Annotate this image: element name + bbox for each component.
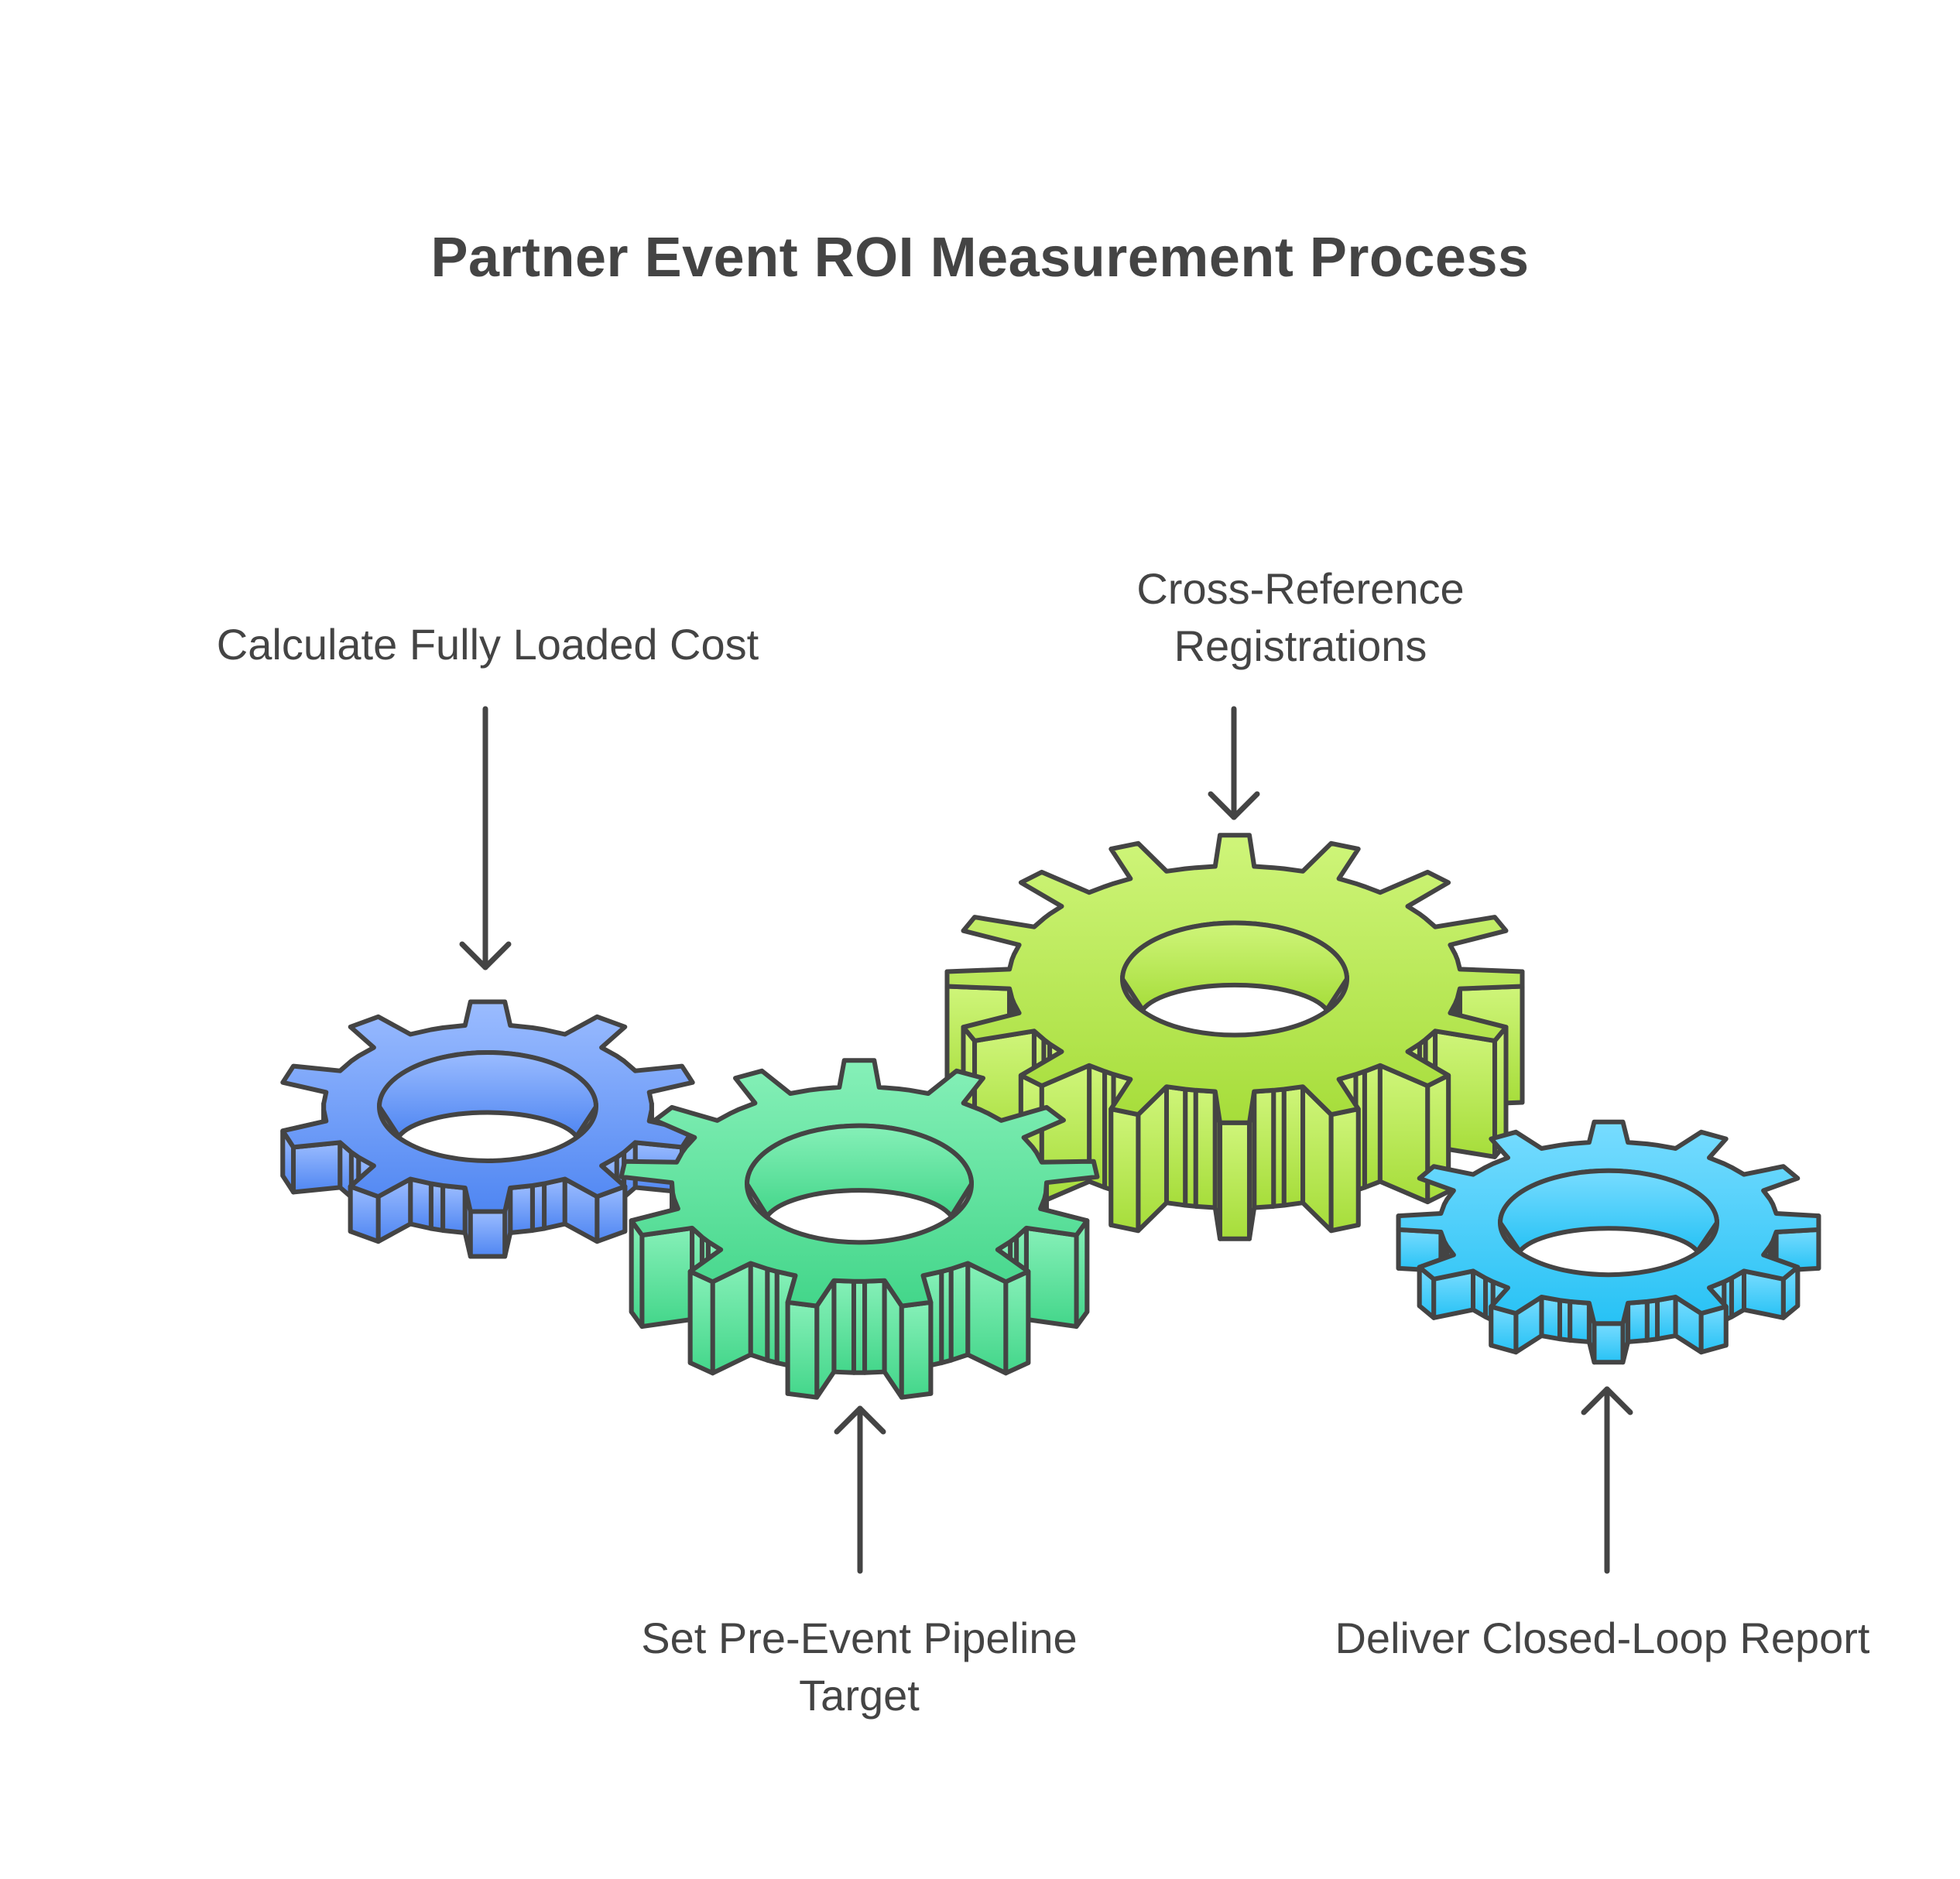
gear-closed-loop-report xyxy=(1396,1119,1821,1365)
gear-hole-inner-wall xyxy=(377,1050,598,1139)
diagram-title: Partner Event ROI Measurement Process xyxy=(430,227,1530,289)
gear-wall-segment xyxy=(851,1278,868,1375)
step-label-line: Cross-Reference xyxy=(1136,564,1465,613)
gear-wall-segment xyxy=(831,1278,856,1375)
gear-pipeline-target xyxy=(618,1058,1100,1400)
gear-wall-segment xyxy=(1252,1087,1276,1210)
step-label-closed-loop-report: Deliver Closed-Loop Report xyxy=(1293,1610,1912,1667)
gear-wall-segment xyxy=(899,1299,934,1400)
arrow-closed-loop-report xyxy=(1581,1386,1633,1574)
gear-cross-reference xyxy=(944,833,1525,1241)
step-label-cross-reference: Cross-Reference Registrations xyxy=(1006,560,1595,675)
gear-wall-segment xyxy=(1003,1268,1031,1376)
arrow-calculate-cost xyxy=(459,706,512,970)
gear-wall-segment xyxy=(408,1176,433,1231)
gear-wall-segment xyxy=(440,1183,468,1235)
gear-wall-segment xyxy=(1218,1120,1252,1241)
gear-wall-segment xyxy=(1023,1225,1079,1330)
step-label-line: Registrations xyxy=(1174,621,1427,670)
gear-wall-segment xyxy=(785,1299,820,1400)
gear-wall-segment xyxy=(1328,1106,1361,1234)
gear-wall-segment xyxy=(862,1278,887,1375)
gear-wall-segment xyxy=(1626,1299,1650,1344)
gear-wall-segment xyxy=(948,1261,971,1363)
arrowhead xyxy=(1581,1386,1633,1415)
gear-calculate-cost xyxy=(280,999,695,1259)
gear-wall-segment xyxy=(1193,1087,1218,1210)
step-label-calculate-cost: Calculate Fully Loaded Cost xyxy=(163,616,813,673)
arrow-pipeline-target xyxy=(834,1405,886,1574)
gear-wall-segment xyxy=(1592,1321,1626,1365)
gear-wall-segment xyxy=(687,1268,715,1376)
gear-wall-segment xyxy=(748,1261,770,1363)
gear-wall-segment xyxy=(542,1176,567,1231)
gear-wall-segment xyxy=(639,1225,695,1330)
gear-wall-segment xyxy=(1655,1295,1678,1342)
gear-wall-segment xyxy=(1539,1295,1562,1342)
gear-wall-segment xyxy=(291,1140,343,1195)
gear-wall-segment xyxy=(1108,1106,1141,1234)
arrow-cross-reference xyxy=(1208,706,1260,820)
gear-wall-segment xyxy=(1377,1063,1431,1205)
gear-wall-segment xyxy=(468,1209,508,1259)
step-label-line: Set Pre-Event Pipeline xyxy=(641,1614,1078,1662)
step-label-pipeline-target: Set Pre-Event Pipeline Target xyxy=(557,1610,1161,1724)
gear-wall-segment xyxy=(1281,1084,1306,1208)
arrowhead xyxy=(1208,791,1260,820)
arrowhead xyxy=(834,1405,886,1435)
step-label-line: Target xyxy=(799,1671,920,1720)
gear-wall-segment xyxy=(1568,1299,1592,1344)
gear-wall-segment xyxy=(508,1183,535,1235)
step-label-line: Calculate Fully Loaded Cost xyxy=(216,620,759,669)
arrowhead xyxy=(459,941,512,970)
gear-hole-inner-wall xyxy=(1498,1168,1719,1254)
gear-hole-inner-wall xyxy=(1120,920,1349,1012)
gear-wall-segment xyxy=(1163,1084,1188,1208)
gear-hole-inner-wall xyxy=(745,1123,974,1219)
step-label-line: Deliver Closed-Loop Report xyxy=(1335,1614,1870,1662)
